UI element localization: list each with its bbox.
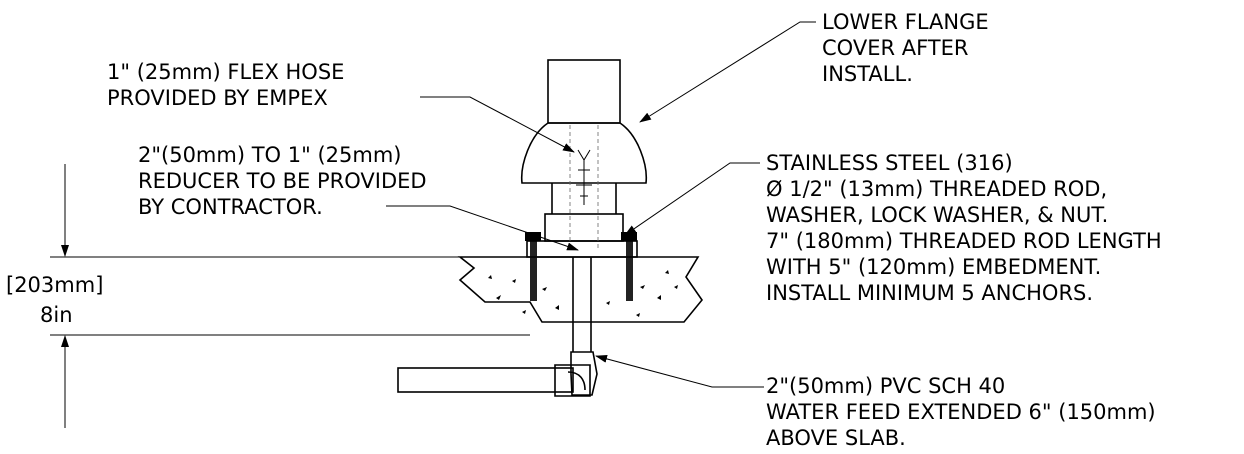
- svg-text:WASHER, LOCK WASHER, & NUT.: WASHER, LOCK WASHER, & NUT.: [766, 203, 1108, 227]
- flange-cover: [520, 59, 648, 250]
- svg-text:INSTALL MINIMUM 5 ANCHORS.: INSTALL MINIMUM 5 ANCHORS.: [766, 281, 1093, 305]
- svg-text:STAINLESS STEEL (316): STAINLESS STEEL (316): [766, 151, 1013, 175]
- flex-hose-icon: [576, 149, 592, 205]
- svg-text:PROVIDED BY EMPEX: PROVIDED BY EMPEX: [107, 86, 328, 110]
- label-anchor: STAINLESS STEEL (316) Ø 1/2" (13mm) THRE…: [766, 151, 1162, 305]
- svg-text:LOWER FLANGE: LOWER FLANGE: [822, 10, 989, 34]
- svg-text:Ø 1/2" (13mm) THREADED ROD,: Ø 1/2" (13mm) THREADED ROD,: [766, 177, 1107, 201]
- svg-text:WITH 5" (120mm) EMBEDMENT.: WITH 5" (120mm) EMBEDMENT.: [766, 255, 1101, 279]
- svg-text:2"(50mm) TO 1" (25mm): 2"(50mm) TO 1" (25mm): [138, 143, 401, 167]
- svg-text:REDUCER TO BE PROVIDED: REDUCER TO BE PROVIDED: [138, 169, 427, 193]
- flange-base: [526, 213, 638, 258]
- dimension-imperial: 8in: [40, 303, 73, 327]
- anchor-rods: [525, 232, 637, 301]
- slab-dimension: [203mm] 8in: [6, 164, 545, 428]
- label-pvc: 2"(50mm) PVC SCH 40 WATER FEED EXTENDED …: [766, 374, 1156, 450]
- svg-text:7" (180mm) THREADED ROD LENGTH: 7" (180mm) THREADED ROD LENGTH: [766, 229, 1162, 253]
- svg-text:1" (25mm) FLEX HOSE: 1" (25mm) FLEX HOSE: [107, 60, 344, 84]
- svg-text:2"(50mm) PVC SCH 40: 2"(50mm) PVC SCH 40: [766, 374, 1005, 398]
- label-flange-cover: LOWER FLANGE COVER AFTER INSTALL.: [822, 10, 989, 86]
- svg-text:COVER AFTER: COVER AFTER: [822, 36, 969, 60]
- pvc-pipe: [397, 257, 598, 397]
- svg-text:INSTALL.: INSTALL.: [822, 62, 913, 86]
- svg-text:WATER FEED EXTENDED 6" (150mm): WATER FEED EXTENDED 6" (150mm): [766, 400, 1156, 424]
- label-reducer: 2"(50mm) TO 1" (25mm) REDUCER TO BE PROV…: [138, 143, 427, 219]
- label-flex-hose: 1" (25mm) FLEX HOSE PROVIDED BY EMPEX: [107, 60, 344, 110]
- concrete-slab: [457, 256, 704, 323]
- leader-lines: [386, 21, 816, 388]
- svg-text:BY CONTRACTOR.: BY CONTRACTOR.: [138, 195, 323, 219]
- svg-text:ABOVE SLAB.: ABOVE SLAB.: [766, 426, 906, 450]
- dimension-metric: [203mm]: [6, 273, 103, 297]
